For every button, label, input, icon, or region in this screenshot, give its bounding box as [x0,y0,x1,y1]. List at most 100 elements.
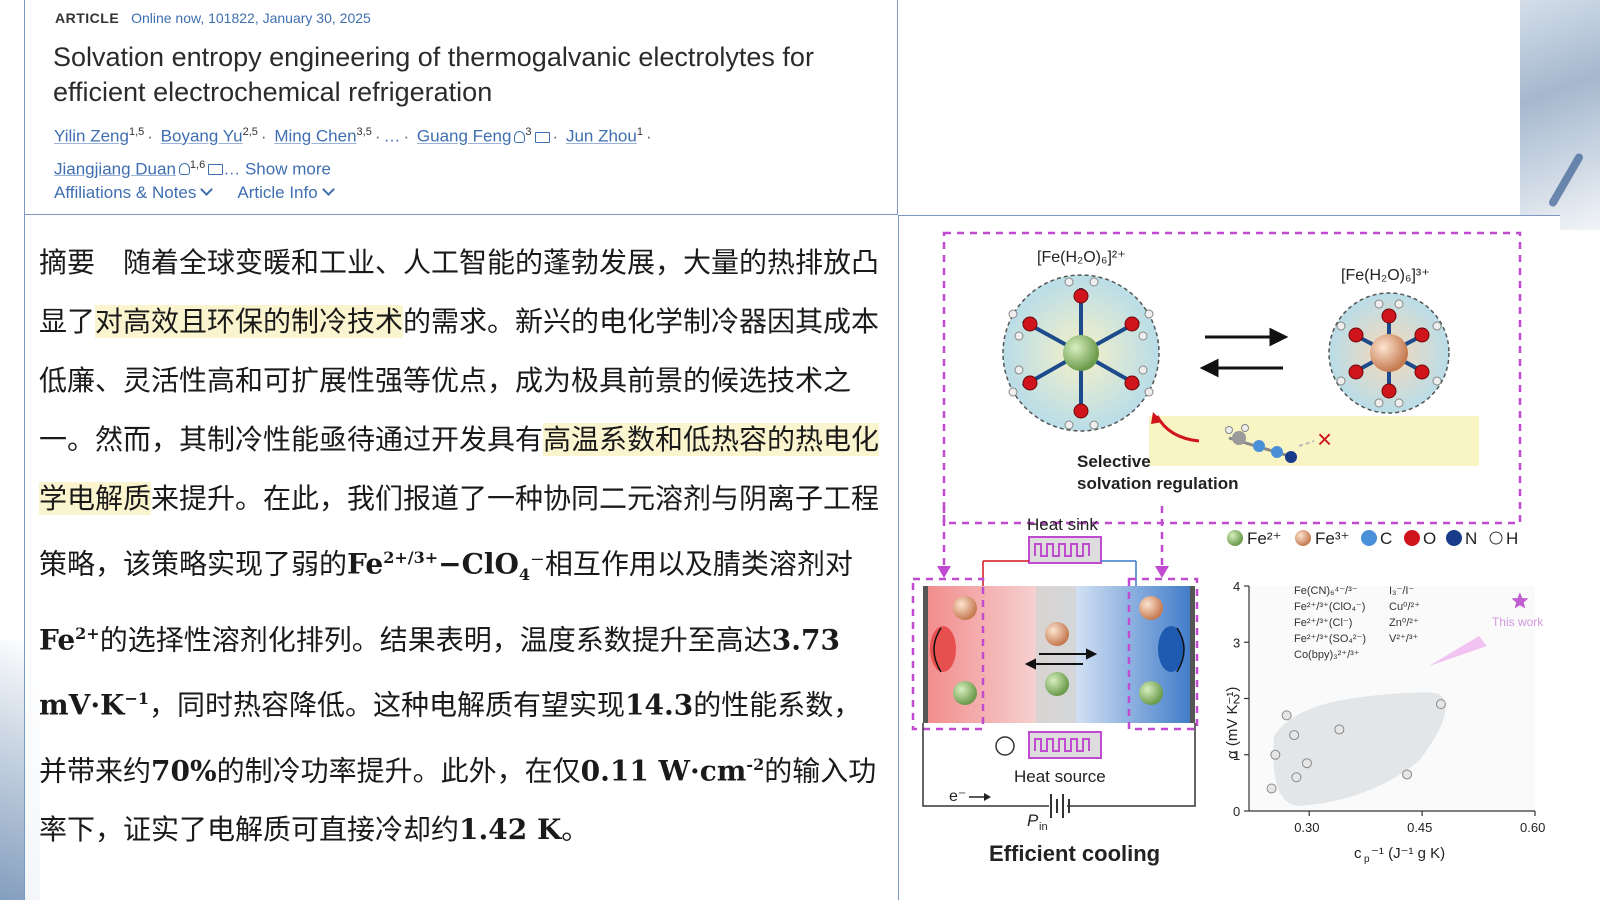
chart-y-tick-label: 4 [1233,579,1240,594]
graphical-abstract: [Fe(H₂O)₆]²⁺ [911,231,1545,866]
abstract-sentence: 的选择性溶剂化排列。结果表明，温度系数提升至高达 [99,623,772,657]
chart-legend-clo4: Fe²⁺/³⁺(ClO₄⁻) [1294,601,1365,613]
abstract-value: 3.73 mV·K [39,623,840,722]
nitrile-molecule [1225,424,1297,463]
chevron-down-icon [200,183,214,196]
mail-icon[interactable] [534,131,550,143]
fe3-complex [1328,292,1450,414]
circuit-wire-left [922,723,1049,807]
electrochemical-cell: Heat sink [911,515,1199,866]
electron-arrow-head [984,793,991,801]
down-arrow-left [937,566,951,578]
ion-fe3 [1045,622,1069,646]
show-more-link[interactable]: Show more [244,159,331,179]
ion-fe2 [953,681,977,705]
abstract-sentence: 。 [561,812,590,846]
chart-data-point [1301,758,1312,769]
electrode-right [1190,586,1195,723]
tab-article-info[interactable]: Article Info [237,183,335,203]
chart-legend-cu: Cu⁰/²⁺ [1389,601,1420,613]
dashed-link [1298,440,1315,447]
abstract-sentence: 相互作用以及腈类溶剂对 [544,547,853,581]
this-work-star [1511,592,1529,609]
abstract-label: 摘要 [39,246,96,279]
chart-data-point [1334,724,1345,735]
abstract-sentence: ，同时热容降低。这种电解质有望实现 [148,688,625,722]
abstract-value: 70% [151,753,217,787]
abstract-value-sup: −1 [124,689,149,709]
abstract-value: 1.42 K [459,812,562,846]
chart-data-point [1289,730,1300,741]
author-link[interactable]: Boyang Yu [160,126,243,146]
chart-data-point [1266,783,1277,794]
equilibrium-arrows [1199,327,1289,378]
legend-fe2: Fe²⁺ [1247,529,1281,548]
electrode-left [923,586,928,723]
author-link[interactable]: Jun Zhou [565,126,637,146]
abstract-formula: Fe [39,623,76,657]
chart-legend-v: V²⁺/³⁺ [1389,633,1419,645]
author-ellipsis: … [383,126,401,146]
circuit-wire-right [1067,723,1196,807]
author-affiliation: 1 [636,126,643,138]
legend-fe3: Fe³⁺ [1315,529,1349,548]
abstract-sentence: 的需求。新兴的电化学制冷器因其成本低廉、灵活性高和可扩展性强等优点，成为极具前景… [39,305,880,456]
ion-fe3 [953,596,977,620]
chart-x-label: c [1354,845,1362,862]
abstract-value: 14.3 [625,688,694,722]
abstract-highlight: 对高效且环保的制冷技术 [95,305,404,338]
heat-source-fins [1034,738,1090,752]
author-affiliation: 1,5 [128,126,145,138]
cross-icon: × [1317,424,1332,454]
reaction-arrow-right [1176,627,1185,673]
chart-data-point [1270,749,1281,760]
electron-label: e⁻ [949,788,966,805]
chart-y-tick-label: 2 [1233,692,1240,707]
author-affiliation: 3,5 [356,126,372,138]
chart-y-label: α (mV K⁻¹) [1224,687,1241,759]
author-ellipsis: … [223,159,241,179]
author-link[interactable]: Ming Chen [274,126,357,146]
abstract-sentence: 的输入功率下，证实了电解质可直接冷却约 [39,753,877,846]
author-link[interactable]: Yilin Zeng [54,126,129,146]
ion-transport-arrows [1024,648,1098,670]
tab-article-info-label: Article Info [237,183,318,202]
reaction-arrow-left [933,627,942,673]
person-icon [178,163,190,176]
abstract-sentence: 随着全球变暖和工业、人工智能的蓬勃发展，大量的热排放凸显了 [39,246,880,338]
chart-y-tick-label: 0 [1233,804,1240,819]
red-arrow-head [1151,412,1163,424]
legend-h: H [1506,529,1518,548]
this-work-label: This work [1492,615,1544,629]
article-header-card: ARTICLE Online now, 101822, January 30, … [24,0,898,215]
ion-fe2 [1045,672,1069,696]
improvement-arrow [1429,636,1487,666]
chart-y-tick-label: 1 [1233,748,1240,763]
down-arrow-right [1155,566,1169,578]
ion-fe3 [1139,596,1163,620]
fe3-complex-label: [Fe(H₂O)₆]³⁺ [1341,267,1430,284]
article-meta-row: ARTICLE Online now, 101822, January 30, … [55,10,371,26]
cold-region [1158,626,1184,672]
mail-icon[interactable] [208,164,224,176]
author-link[interactable]: Jiangjiang Duan [54,159,176,179]
person-icon [514,130,526,143]
chart-legend-cobpy: Co(bpy)₃²⁺/³⁺ [1294,649,1360,661]
author-list: Yilin Zeng1,5· Boyang Yu2,5· Ming Chen3,… [54,126,652,179]
abstract-value-sup: -2 [746,754,765,774]
chart-legend-fecn: Fe(CN)₆⁴⁻/³⁻ [1294,585,1358,597]
chart-y-tick-label: 3 [1233,635,1240,650]
tab-affiliations[interactable]: Affiliations & Notes [54,183,214,203]
fe2-complex-label: [Fe(H₂O)₆]²⁺ [1037,249,1126,266]
abstract-text: 摘要随着全球变暖和工业、人工智能的蓬勃发展，大量的热排放凸显了对高效且环保的制冷… [39,233,889,859]
chart-data-point [1291,772,1302,783]
author-affiliation: 3 [525,126,532,138]
article-title: Solvation entropy engineering of thermog… [53,42,814,107]
author-link[interactable]: Guang Feng [416,126,512,146]
abstract-formula-sup: 2+/3+ [383,548,439,567]
abstract-sentence: 的性能系数，并带来约 [39,688,862,787]
abstract-formula-sub: 4 [518,564,531,584]
abstract-sentence: 的制冷功率提升。此外，在仅 [216,753,581,787]
selective-label: Selective [1077,452,1151,471]
